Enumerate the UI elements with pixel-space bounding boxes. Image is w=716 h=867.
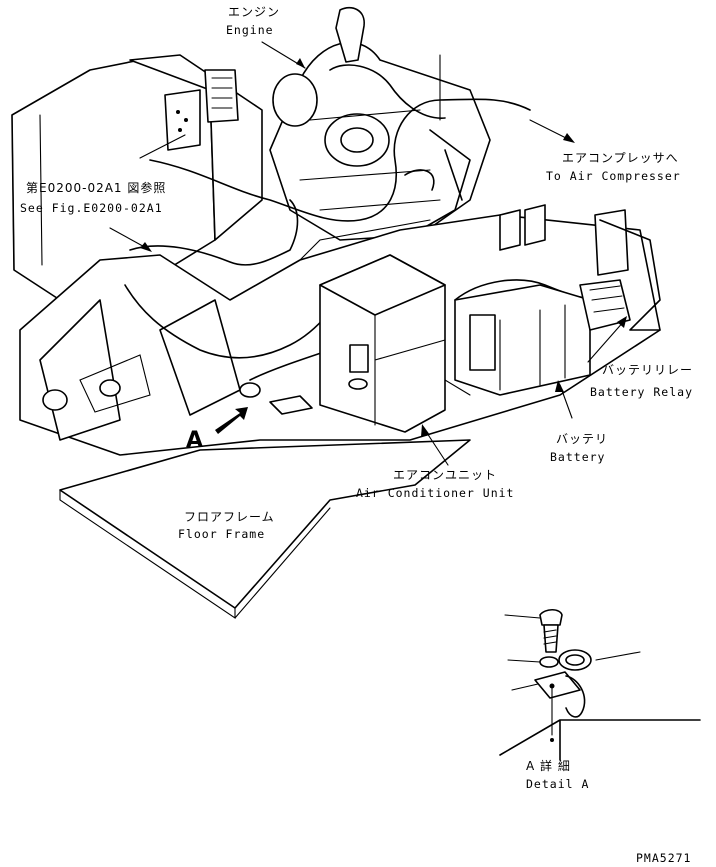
- label-seefig-en: See Fig.E0200-02A1: [20, 201, 163, 215]
- label-floor-en: Floor Frame: [178, 527, 265, 541]
- label-compressor-en: To Air Compresser: [546, 169, 681, 183]
- label-aircon-en: Air Conditioner Unit: [356, 486, 514, 500]
- label-compressor-jp: エアコンプレッサへ: [562, 151, 679, 165]
- label-seefig-jp: 第E0200-02A1 図参照: [26, 180, 166, 195]
- floor-frame: [59, 382, 471, 620]
- detail-a-illustration: [499, 608, 701, 761]
- label-relay-jp: バッテリリレー: [602, 363, 693, 377]
- label-detail-jp: A 詳 細: [526, 758, 571, 773]
- view-marker-a: A: [186, 428, 203, 453]
- engine-illustration: [269, 6, 491, 241]
- leader-lines: [109, 41, 627, 466]
- label-floor-jp: フロアフレーム: [184, 510, 275, 524]
- label-battery-en: Battery: [550, 450, 605, 464]
- cab-frame: [11, 54, 263, 301]
- aircon-unit: [319, 254, 446, 433]
- label-detail-en: Detail A: [526, 777, 589, 791]
- drawing-code: PMA5271: [636, 851, 691, 865]
- label-battery-jp: バッテリ: [556, 432, 608, 446]
- label-engine-en: Engine: [226, 23, 274, 37]
- label-relay-en: Battery Relay: [590, 385, 693, 399]
- view-arrow-a: [215, 407, 248, 434]
- label-engine-jp: エンジン: [228, 5, 280, 19]
- label-aircon-jp: エアコンユニット: [393, 468, 497, 482]
- battery-assembly: [454, 204, 661, 396]
